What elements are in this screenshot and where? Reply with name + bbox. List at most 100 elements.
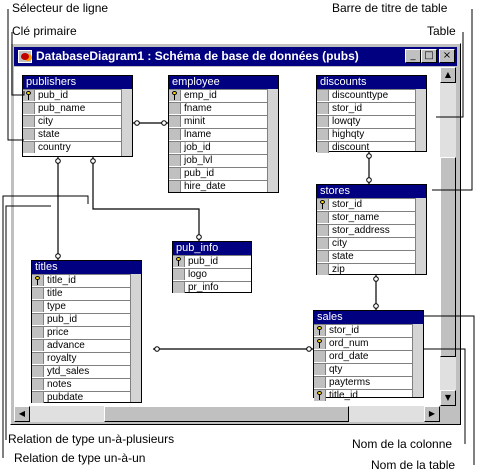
column-row[interactable]: lname <box>169 128 278 141</box>
scroll-up-button[interactable]: ▲ <box>440 67 456 83</box>
column-row[interactable]: city <box>317 237 426 250</box>
row-selector[interactable] <box>317 225 329 236</box>
row-selector[interactable] <box>32 275 44 286</box>
row-selector[interactable] <box>23 103 35 114</box>
table-title-bar[interactable]: employee <box>169 76 278 89</box>
window-title-bar[interactable]: DatabaseDiagram1 : Schéma de base de don… <box>14 47 457 66</box>
vertical-scrollbar[interactable]: ▲ ▼ <box>440 67 456 406</box>
row-selector[interactable] <box>32 314 44 325</box>
column-row[interactable]: state <box>23 128 132 141</box>
row-selector[interactable] <box>169 129 181 140</box>
column-row[interactable]: discount <box>317 141 426 154</box>
row-selector[interactable] <box>23 90 35 101</box>
row-selector[interactable] <box>317 199 329 210</box>
table-scrollbar[interactable] <box>267 89 278 192</box>
table-title-bar[interactable]: stores <box>317 185 426 198</box>
row-selector[interactable] <box>317 238 329 249</box>
column-row[interactable]: country <box>23 141 132 154</box>
column-row[interactable]: hire_date <box>169 180 278 193</box>
column-row[interactable]: price <box>32 326 141 339</box>
column-row[interactable]: stor_id <box>314 324 423 337</box>
scroll-down-button[interactable]: ▼ <box>440 390 456 406</box>
row-selector[interactable] <box>169 155 181 166</box>
column-row[interactable]: job_id <box>169 141 278 154</box>
column-row[interactable]: type <box>32 300 141 313</box>
column-row[interactable]: ord_date <box>314 350 423 363</box>
column-row[interactable]: pub_name <box>23 102 132 115</box>
table-title-bar[interactable]: titles <box>32 261 141 274</box>
row-selector[interactable] <box>169 103 181 114</box>
vertical-scroll-thumb[interactable] <box>440 157 456 357</box>
column-row[interactable]: pub_id <box>23 89 132 102</box>
column-row[interactable]: ytd_sales <box>32 365 141 378</box>
table-sales[interactable]: sales stor_id ord_num ord_date qty payte… <box>313 310 424 401</box>
row-selector[interactable] <box>314 351 326 362</box>
column-row[interactable]: emp_id <box>169 89 278 102</box>
scroll-left-button[interactable]: ◀ <box>14 406 30 422</box>
column-row[interactable]: stor_address <box>317 224 426 237</box>
row-selector[interactable] <box>317 251 329 262</box>
row-selector[interactable] <box>317 116 329 127</box>
column-row[interactable]: royalty <box>32 352 141 365</box>
close-button[interactable]: × <box>439 49 455 63</box>
row-selector[interactable] <box>173 256 185 267</box>
column-row[interactable]: stor_id <box>317 102 426 115</box>
column-row[interactable]: pub_id <box>32 313 141 326</box>
column-row[interactable]: zip <box>317 263 426 276</box>
column-row[interactable]: title_id <box>32 274 141 287</box>
column-row[interactable]: pubdate <box>32 391 141 404</box>
table-scrollbar[interactable] <box>412 324 423 397</box>
column-row[interactable]: job_lvl <box>169 154 278 167</box>
row-selector[interactable] <box>317 103 329 114</box>
table-scrollbar[interactable] <box>130 274 141 402</box>
row-selector[interactable] <box>169 116 181 127</box>
table-employee[interactable]: employee emp_id fname minit lname job_id… <box>168 75 279 193</box>
row-selector[interactable] <box>173 269 185 280</box>
row-selector[interactable] <box>169 90 181 101</box>
horizontal-scroll-thumb[interactable] <box>104 406 349 422</box>
row-selector[interactable] <box>23 142 35 153</box>
column-row[interactable]: discounttype <box>317 89 426 102</box>
table-titles[interactable]: titles title_id title type pub_id price … <box>31 260 142 403</box>
row-selector[interactable] <box>23 129 35 140</box>
table-pub-info[interactable]: pub_info pub_id logo pr_info <box>172 241 252 293</box>
column-row[interactable]: stor_id <box>317 198 426 211</box>
column-row[interactable]: state <box>317 250 426 263</box>
column-row[interactable]: fname <box>169 102 278 115</box>
column-row[interactable]: payterms <box>314 376 423 389</box>
table-scrollbar[interactable] <box>415 89 426 151</box>
column-row[interactable]: pub_id <box>173 255 251 268</box>
row-selector[interactable] <box>169 181 181 192</box>
row-selector[interactable] <box>32 288 44 299</box>
row-selector[interactable] <box>32 353 44 364</box>
column-row[interactable]: lowqty <box>317 115 426 128</box>
table-stores[interactable]: stores stor_id stor_name stor_address ci… <box>316 184 427 275</box>
table-title-bar[interactable]: publishers <box>23 76 132 89</box>
diagram-canvas[interactable]: publishers pub_id pub_name city state co… <box>14 67 440 406</box>
row-selector[interactable] <box>32 301 44 312</box>
row-selector[interactable] <box>173 282 185 293</box>
column-row[interactable]: pub_id <box>169 167 278 180</box>
column-row[interactable]: title_id <box>314 389 423 402</box>
row-selector[interactable] <box>169 142 181 153</box>
row-selector[interactable] <box>32 392 44 403</box>
scroll-right-button[interactable]: ▶ <box>424 406 440 422</box>
maximize-button[interactable]: □ <box>421 49 437 63</box>
row-selector[interactable] <box>317 264 329 275</box>
table-title-bar[interactable]: pub_info <box>173 242 251 255</box>
horizontal-scrollbar[interactable]: ◀ ▶ <box>14 406 440 422</box>
row-selector[interactable] <box>317 142 329 153</box>
column-row[interactable]: logo <box>173 268 251 281</box>
row-selector[interactable] <box>32 327 44 338</box>
row-selector[interactable] <box>169 168 181 179</box>
column-row[interactable]: highqty <box>317 128 426 141</box>
column-row[interactable]: ord_num <box>314 337 423 350</box>
column-row[interactable]: pr_info <box>173 281 251 294</box>
column-row[interactable]: minit <box>169 115 278 128</box>
row-selector[interactable] <box>32 366 44 377</box>
row-selector[interactable] <box>317 90 329 101</box>
table-title-bar[interactable]: sales <box>314 311 423 324</box>
row-selector[interactable] <box>32 340 44 351</box>
row-selector[interactable] <box>314 377 326 388</box>
table-publishers[interactable]: publishers pub_id pub_name city state co… <box>22 75 133 157</box>
